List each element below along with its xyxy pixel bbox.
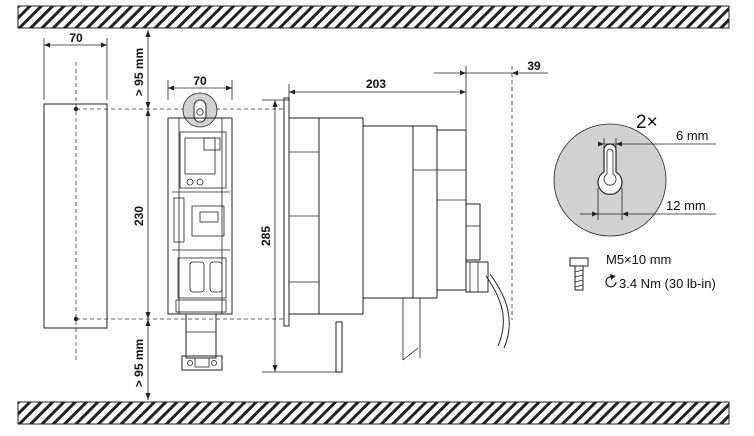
hole-width-label: 12 mm	[666, 198, 706, 213]
hole-spacing-label: 230	[132, 206, 146, 226]
torque-icon	[605, 274, 617, 288]
device-depth-label: 203	[366, 77, 386, 91]
quantity-multiplier: 2×	[636, 112, 658, 133]
clearance-dimension	[145, 30, 151, 400]
terminal-depth-label: 39	[527, 59, 541, 73]
screw-icon	[569, 257, 589, 291]
ceiling-hatch	[17, 5, 730, 29]
top-clearance-label: > 95 mm	[132, 48, 146, 96]
slot-width-label: 6 mm	[676, 128, 709, 143]
device-side-view	[283, 97, 510, 373]
device-front-view	[167, 80, 233, 371]
depth-dimension	[288, 66, 467, 130]
torque-label: 3.4 Nm (30 lb-in)	[619, 276, 716, 291]
bottom-clearance-label: > 95 mm	[132, 339, 146, 387]
floor-hatch	[17, 401, 730, 425]
height-dimension	[262, 99, 340, 373]
device-height-label: 285	[259, 226, 273, 246]
back-plate	[43, 38, 108, 360]
screw-size-label: M5×10 mm	[606, 252, 671, 267]
keyhole-detail	[553, 123, 716, 237]
device-front-width-label: 70	[193, 74, 207, 88]
terminal-depth-dimension	[434, 66, 548, 320]
back-plate-width-label: 70	[69, 31, 83, 45]
